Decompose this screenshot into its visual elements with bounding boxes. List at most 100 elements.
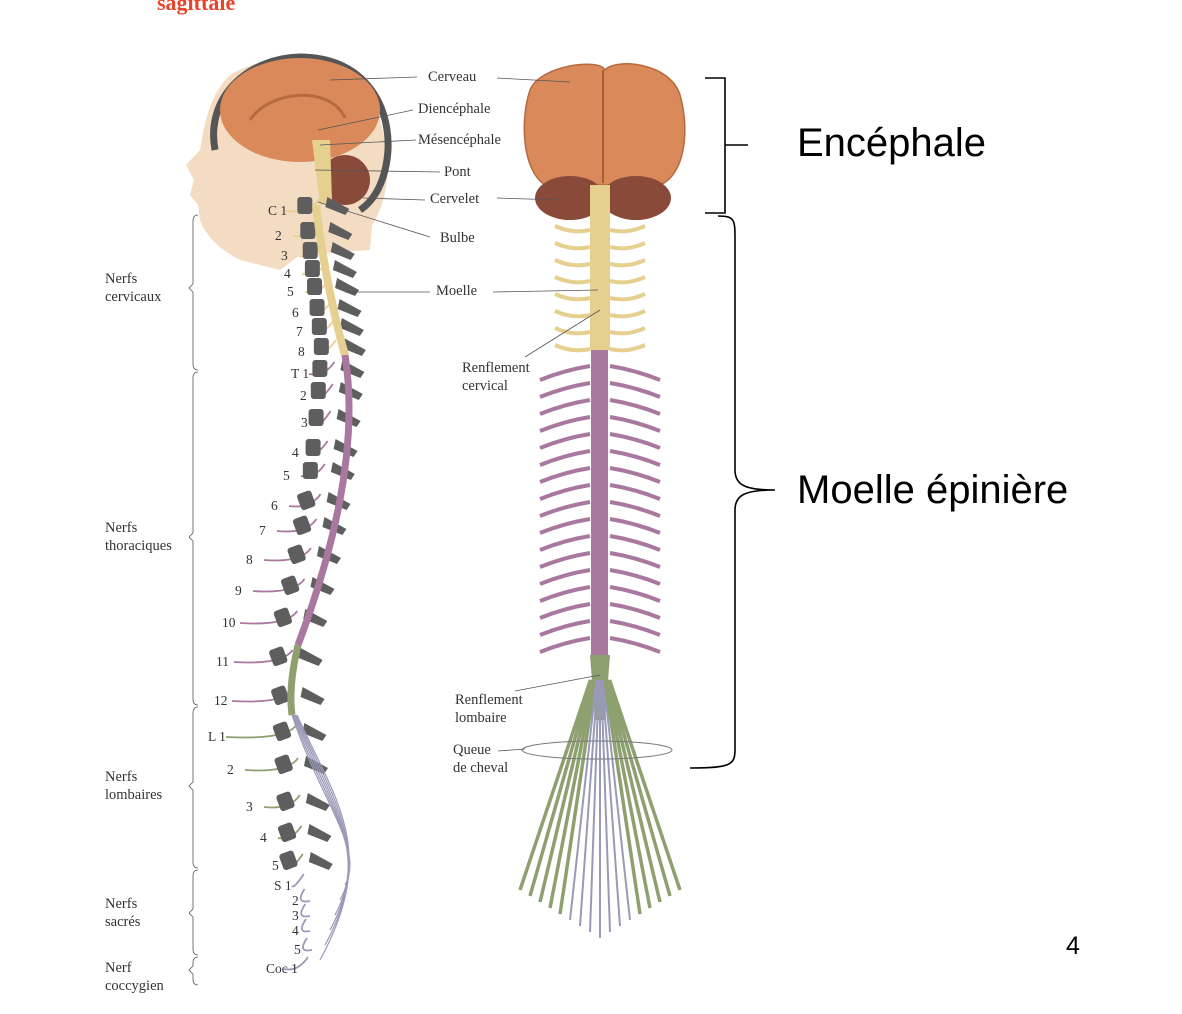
cauda-fiber-sagittal [296, 714, 350, 961]
vertebra-body [304, 260, 320, 277]
nerve-root-right [609, 602, 661, 620]
cauda-equina-fiber [589, 679, 600, 933]
spinal-nerve-sagittal [301, 918, 311, 933]
vertebra-process [300, 687, 325, 705]
label-line: de cheval [453, 760, 509, 776]
nerve-number: 4 [292, 445, 299, 460]
vertebra-body [311, 318, 327, 335]
nerve-number: 4 [260, 830, 267, 845]
nerve-root-right [609, 551, 661, 569]
nerve-number: 11 [216, 654, 229, 669]
cauda-equina-fiber [518, 679, 593, 891]
cauda-equina-fiber [603, 679, 642, 915]
label-line: Renflement [455, 692, 523, 708]
nerve-root-left [554, 309, 591, 319]
moelle-bracket [689, 215, 776, 769]
vertebra-process [335, 278, 360, 296]
nerve-number: 8 [298, 344, 305, 359]
leader-lines [314, 76, 601, 752]
spinal-nerve-sagittal [300, 903, 311, 918]
label-diencephale: Diencéphale [418, 101, 491, 117]
cauda-equina-fiber [569, 679, 598, 921]
nerve-root-right [609, 381, 661, 399]
cauda-equina-fiber [604, 679, 652, 909]
nerve-root-left [539, 398, 591, 416]
vertebra-process [305, 793, 330, 811]
vertebra-body [313, 338, 329, 355]
vertebra-body [269, 646, 288, 667]
vertebra-body [310, 382, 326, 399]
vertebra-body [307, 278, 323, 295]
nerve-number: 6 [292, 305, 299, 320]
nerve-number: 5 [283, 468, 290, 483]
nerve-root-left [539, 483, 591, 501]
nerve-root-right [609, 517, 661, 535]
cauda-equina-fiber [538, 679, 595, 903]
spinal-nerve-sagittal [283, 956, 309, 971]
nerve-number: 8 [246, 552, 253, 567]
vertebra-body [309, 299, 325, 316]
nerve-root-left [539, 551, 591, 569]
cauda-equina-fiber [601, 679, 621, 927]
nerve-number: 4 [284, 266, 291, 281]
cord-lumbar-sagittal [287, 644, 302, 716]
label-renflement-cervical: Renflement cervical [462, 359, 530, 395]
nerve-number: 2 [292, 893, 299, 908]
nerve-root-left [539, 432, 591, 450]
cord-thoracic-sagittal [294, 354, 353, 647]
vertebra-process [308, 852, 333, 870]
vertebra-body [312, 360, 328, 377]
nerve-number: 9 [235, 583, 242, 598]
cord-cervical-anterior [590, 185, 610, 350]
vertebra-body [279, 850, 298, 871]
cauda-equina-fiber [600, 679, 611, 933]
nerve-root-left [539, 585, 591, 603]
group-line: thoraciques [105, 538, 172, 554]
label-line: Queue [453, 742, 491, 758]
nerve-root-right [609, 292, 646, 302]
vertebra-process [339, 318, 364, 336]
nerve-root-right [609, 309, 646, 319]
nerve-number: 2 [227, 762, 234, 777]
nerve-number: 3 [246, 799, 253, 814]
vertebra-process [332, 260, 357, 278]
slide-title-fragment: sagittale [157, 0, 236, 15]
nerve-number: 2 [275, 228, 282, 243]
nerve-number: 7 [296, 324, 303, 339]
label-pont: Pont [444, 164, 471, 180]
region-brackets [689, 77, 776, 769]
vertebra-body [273, 607, 293, 628]
vertebra-body [302, 242, 318, 259]
cauda-equina-fiber [607, 679, 682, 891]
label-queue-de-cheval: Queue de cheval [453, 741, 508, 777]
nerve-number: T 1 [291, 366, 310, 381]
vertebra-body [276, 791, 295, 812]
vertebra-body [305, 439, 321, 456]
group-line: Nerfs [105, 769, 138, 785]
cauda-fiber-sagittal [291, 714, 351, 886]
cerebellum-sagittal [320, 155, 370, 205]
cerebrum-sagittal [220, 58, 380, 162]
nerve-root-left [539, 364, 591, 382]
nerve-root-right [609, 364, 661, 382]
label-mesencephale: Mésencéphale [418, 132, 501, 148]
nerve-root-left [539, 500, 591, 518]
nerve-root-right [609, 466, 661, 484]
cauda-equina-fiber [548, 679, 596, 909]
nerve-root-right [609, 449, 661, 467]
nerve-root-right [609, 275, 646, 285]
brainstem-sagittal [312, 140, 332, 205]
nerve-root-right [609, 326, 646, 336]
cauda-equina-fiber [605, 679, 662, 903]
nerve-number: 12 [214, 693, 228, 708]
group-brace [188, 956, 199, 986]
vertebra-body [292, 515, 312, 536]
region-moelle-epiniere: Moelle épinière [797, 468, 1069, 512]
spinal-nerve-sagittal [299, 888, 311, 903]
vertebra-process [298, 648, 323, 666]
label-cervelet: Cervelet [430, 191, 480, 207]
vertebra-process [302, 723, 327, 741]
nerve-number: 6 [271, 498, 278, 513]
